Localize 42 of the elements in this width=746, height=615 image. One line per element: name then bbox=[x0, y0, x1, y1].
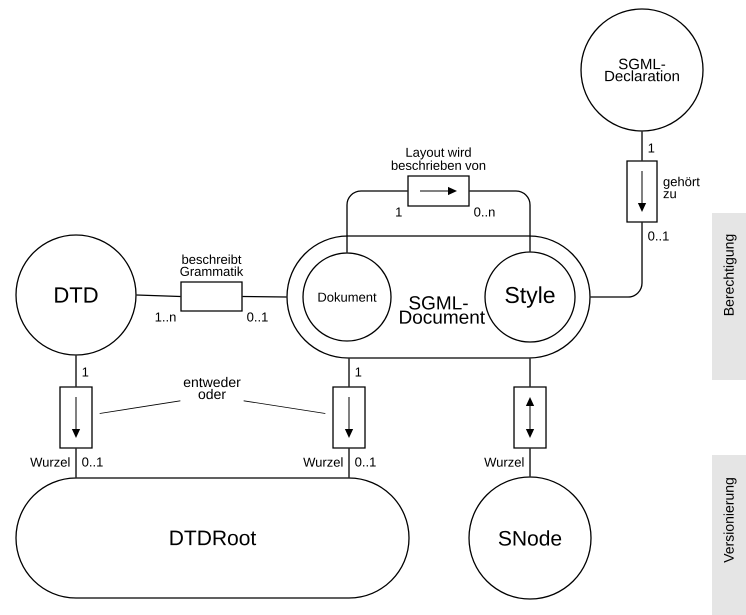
relation-label: gehört zu bbox=[664, 176, 700, 198]
edge-label: 0..1 bbox=[648, 231, 669, 241]
relation-box bbox=[59, 386, 93, 449]
leader-line bbox=[243, 400, 326, 414]
circle-node: Style bbox=[484, 251, 576, 343]
connector-line bbox=[136, 294, 180, 298]
connector-line bbox=[242, 296, 286, 298]
connector-line bbox=[529, 358, 531, 386]
circle-node: DTD bbox=[15, 234, 137, 356]
side-tab: Berechtigung bbox=[712, 213, 746, 380]
connector-line bbox=[470, 190, 531, 252]
side-tab: Versionierung bbox=[712, 455, 746, 615]
connector-line bbox=[529, 448, 531, 476]
rounded-band: DTDRoot bbox=[15, 477, 410, 599]
connector-line bbox=[346, 190, 408, 252]
circle-node: Dokument bbox=[302, 252, 392, 342]
connector-line bbox=[348, 358, 350, 386]
connector-line bbox=[641, 132, 643, 160]
circle-node: SGML-Declaration bbox=[580, 8, 704, 132]
edge-label: 0..1 bbox=[355, 457, 376, 467]
role-label: Wurzel bbox=[30, 457, 70, 467]
edge-label: 0..1 bbox=[247, 312, 268, 322]
connector-line bbox=[75, 356, 77, 386]
connector-line bbox=[590, 222, 643, 298]
edge-label: 1 bbox=[396, 208, 402, 216]
edge-label: 1 bbox=[82, 368, 88, 376]
relation-box bbox=[332, 386, 366, 449]
connector-line bbox=[348, 448, 350, 478]
edge-label: 0..n bbox=[474, 207, 494, 217]
relation-box bbox=[513, 386, 547, 449]
circle-node: SNode bbox=[468, 476, 592, 600]
role-label: Wurzel bbox=[303, 457, 342, 467]
edge-label: 1..n bbox=[156, 312, 176, 322]
role-label: Wurzel bbox=[484, 457, 524, 467]
edge-label: 1 bbox=[356, 368, 362, 376]
edge-label: 1 bbox=[648, 144, 654, 152]
edge-label: 0..1 bbox=[82, 457, 103, 467]
note-text: entweder oder bbox=[184, 376, 241, 400]
connector-line bbox=[75, 448, 77, 478]
relation-label: Layout wird beschrieben von bbox=[392, 147, 486, 170]
relation-label: beschreibt Grammatik bbox=[180, 254, 244, 276]
leader-line bbox=[99, 400, 181, 414]
